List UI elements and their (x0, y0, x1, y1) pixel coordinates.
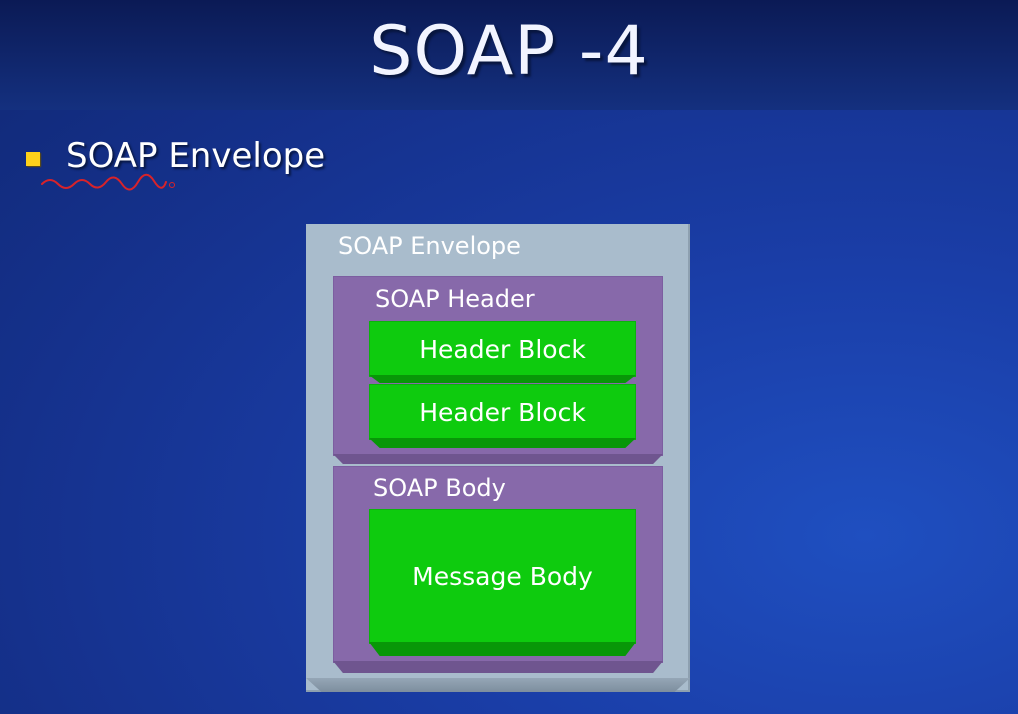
soap-envelope-bevel (306, 678, 690, 692)
header-block-2-bevel (369, 438, 636, 448)
soap-body-bevel (333, 661, 663, 673)
message-body-block: Message Body (369, 509, 636, 644)
header-block-1-bevel (369, 375, 636, 383)
message-body-bevel (369, 642, 636, 656)
slide-title: SOAP -4 (369, 12, 649, 91)
bullet-text: SOAP Envelope (66, 136, 326, 176)
soap-envelope-label: SOAP Envelope (338, 232, 521, 260)
soap-header-bevel (333, 454, 663, 464)
header-block-1-label: Header Block (419, 334, 586, 364)
header-block-2-label: Header Block (419, 397, 586, 427)
soap-header-label: SOAP Header (375, 285, 535, 313)
header-block-2: Header Block (369, 384, 636, 440)
message-body-label: Message Body (412, 562, 593, 591)
annotation-squiggle (41, 173, 175, 191)
header-block-1: Header Block (369, 321, 636, 377)
bullet-square-icon (26, 152, 40, 166)
title-band (0, 0, 1018, 110)
soap-body-label: SOAP Body (373, 474, 506, 502)
